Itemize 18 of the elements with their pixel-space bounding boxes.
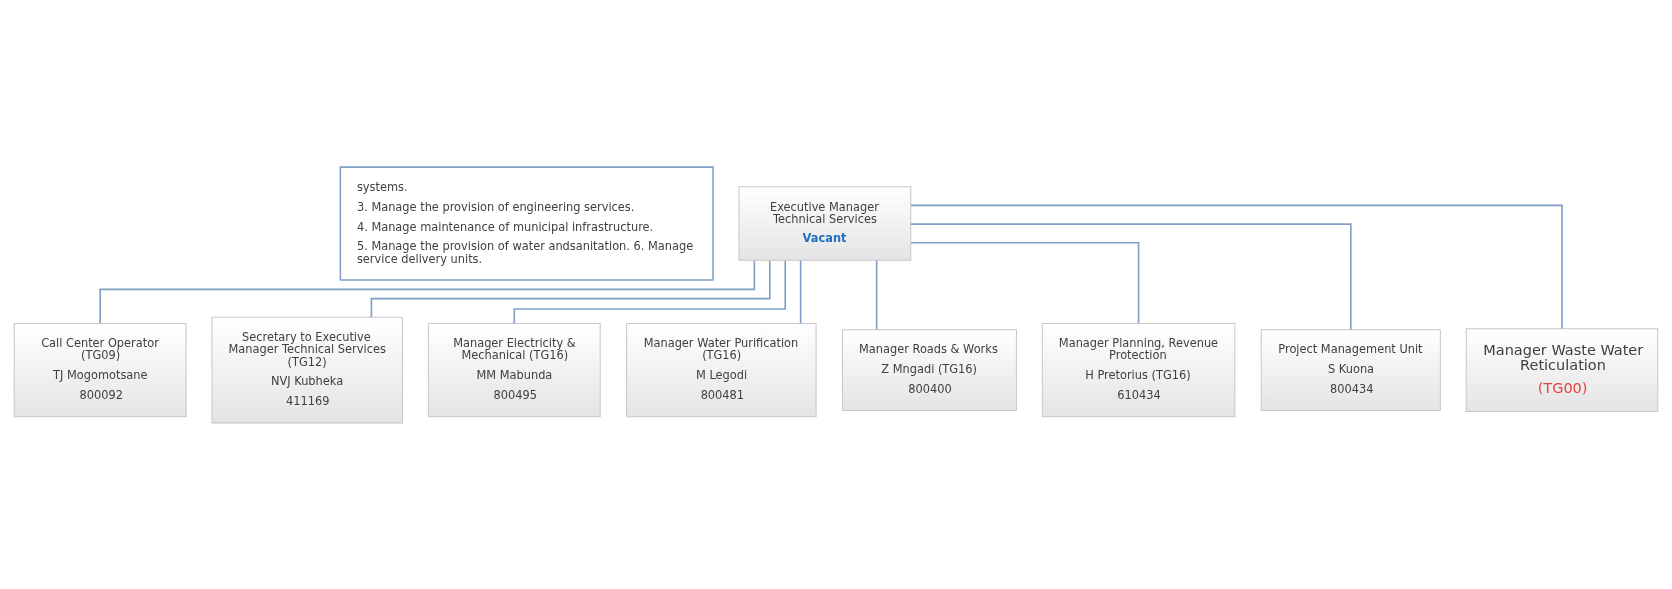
connector xyxy=(875,259,878,330)
node-box: Executive Manager Technical Services Vacant xyxy=(738,185,912,261)
node-box: Manager Planning, Revenue Protection H Pretorius (TG16) 610434 xyxy=(1041,322,1236,417)
connector xyxy=(910,222,1352,330)
connector xyxy=(513,259,787,324)
node-box: Manager Waste Water Reticulation (TG00) xyxy=(1465,327,1659,412)
connector xyxy=(799,259,802,324)
node-box: Secretary to Executive Manager Technical Services (TG12) NVJ Kubheka 411169 xyxy=(211,316,403,423)
node-box: Manager Electricity & Mechanical (TG16) MM Mabunda 800495 xyxy=(427,322,601,417)
connector xyxy=(99,259,756,324)
connector xyxy=(910,204,1563,329)
node-box: systems. 3. Manage the provision of engineering services. 4. Manage maintenance of municipal infrastructure. 5. Manage the provision of water andsanitation. 6. Manage service delivery units. xyxy=(339,165,714,281)
node-box: Manager Roads & Works Z Mngadi (TG16) 800400 xyxy=(841,328,1017,411)
node-box: Call Center Operator (TG09) TJ Mogomotsane 800092 xyxy=(13,322,187,417)
connector xyxy=(370,259,771,318)
node-box: Manager Water Purification (TG16) M Legodi 800481 xyxy=(626,322,817,417)
connector xyxy=(910,241,1140,324)
node-box: Project Management Unit S Kuona 800434 xyxy=(1260,328,1441,411)
